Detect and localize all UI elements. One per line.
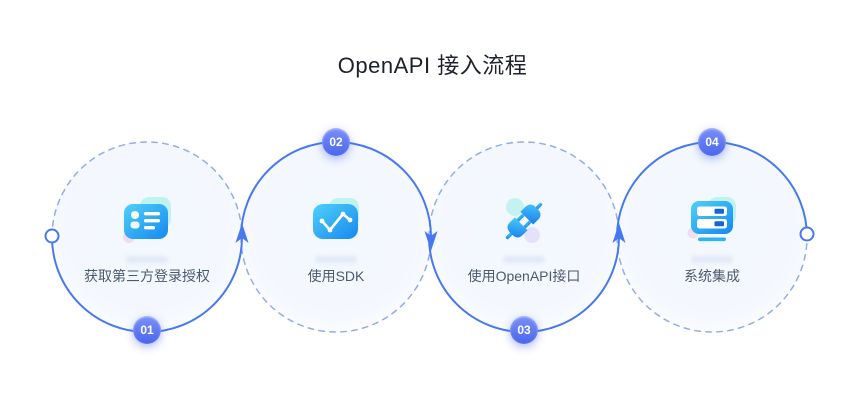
circle-fill-4 — [617, 142, 807, 332]
arrow-up-icon — [612, 223, 626, 243]
dashed-arc-top-1 — [51, 141, 243, 238]
step-number-badge: 02 — [322, 128, 350, 156]
page-title: OpenAPI 接入流程 — [337, 53, 528, 78]
icon-shadow — [126, 256, 168, 263]
dashed-arc-bottom-2 — [240, 236, 432, 333]
icon-shadow — [503, 256, 545, 263]
step-label: 获取第三方登录授权 — [84, 268, 210, 284]
arrow-up-icon — [235, 223, 249, 243]
id-card-icon — [123, 197, 171, 243]
end-ring-icon — [799, 226, 815, 242]
chart-line-icon — [313, 198, 359, 239]
icon-shadow — [315, 256, 357, 263]
icon-shadow — [691, 256, 733, 263]
step-number-badge: 03 — [510, 316, 538, 344]
step-label: 使用SDK — [307, 268, 365, 284]
circle-fill-3 — [429, 142, 619, 332]
step-label: 系统集成 — [684, 268, 740, 284]
dashed-arc-bottom-4 — [616, 236, 808, 333]
step-number-badge: 04 — [698, 128, 726, 156]
dashed-arc-top-3 — [428, 141, 620, 238]
arrow-down-icon — [424, 231, 438, 251]
plug-connector-icon — [505, 198, 543, 243]
step-number-badge: 01 — [133, 316, 161, 344]
start-ring-icon — [44, 228, 60, 244]
server-stack-icon — [687, 197, 736, 242]
step-label: 使用OpenAPI接口 — [467, 268, 581, 284]
